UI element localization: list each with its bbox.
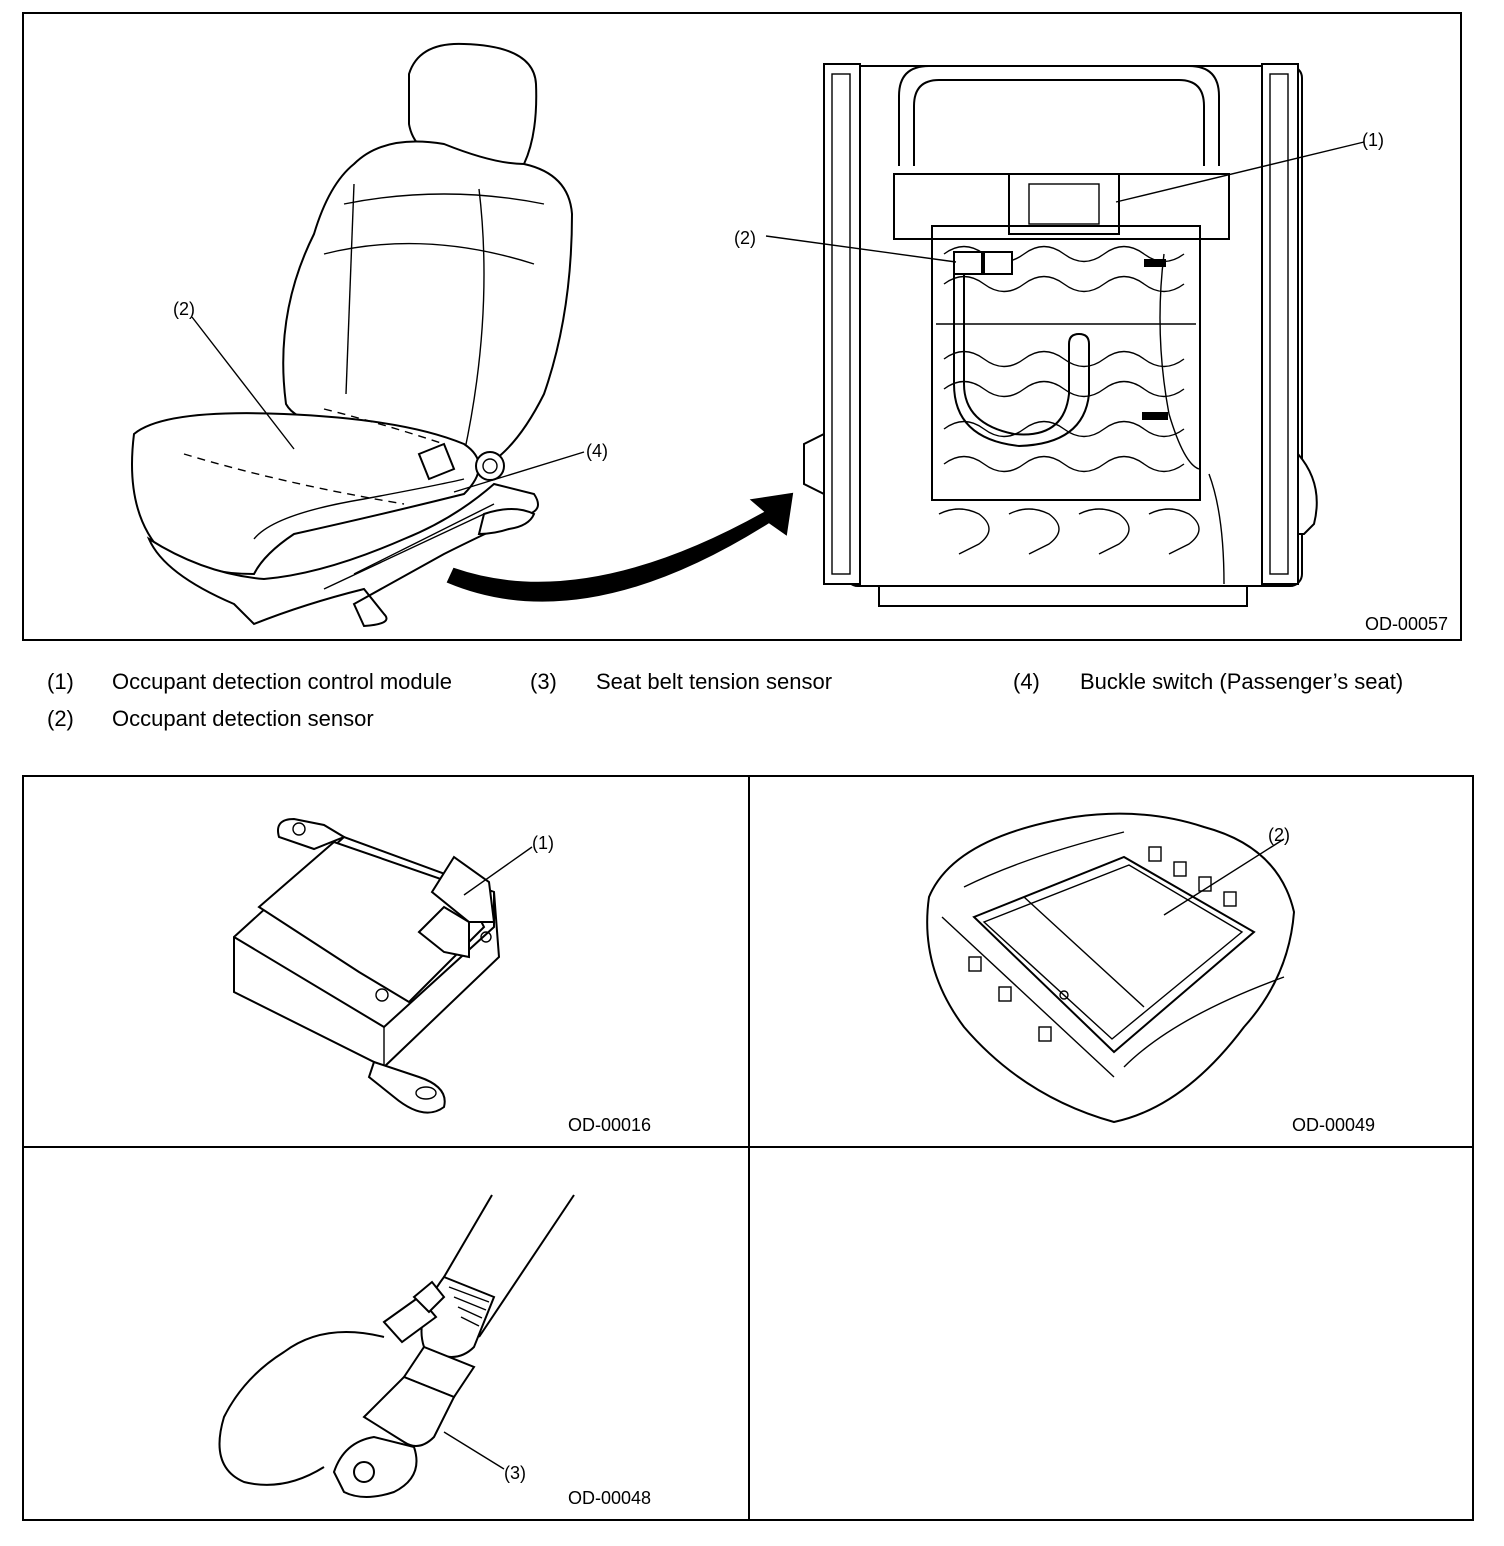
- callout-3-tension: (3): [504, 1463, 526, 1483]
- tension-sensor-diagram: (3): [218, 1194, 575, 1498]
- control-module-diagram: (1): [233, 817, 554, 1114]
- seat-illustration: [131, 42, 585, 628]
- legend-num-4: (4): [1013, 669, 1040, 694]
- figure-code-tension: OD-00048: [568, 1488, 652, 1508]
- empty-panel: [750, 1148, 1472, 1519]
- figure-code-module: OD-00016: [568, 1115, 652, 1135]
- figure-code-top: OD-00057: [1364, 614, 1448, 634]
- seat-frame-topview: [765, 63, 1365, 607]
- legend-text-1: Occupant detection control module: [112, 669, 452, 694]
- callout-1-top: (1): [1362, 130, 1384, 150]
- component-grid: (1) OD-00016 (2) OD-00049: [22, 775, 1474, 1521]
- legend-text-2: Occupant detection sensor: [112, 706, 374, 731]
- legend-text-3: Seat belt tension sensor: [596, 669, 833, 694]
- top-figure-frame: (2) (4): [22, 12, 1462, 641]
- transition-arrow: [446, 492, 794, 602]
- legend-num-2: (2): [47, 706, 74, 731]
- callout-1-module: (1): [532, 833, 554, 853]
- grid-divider-vertical: [748, 777, 750, 1519]
- callout-2-left: (2): [173, 299, 195, 319]
- callout-2-right: (2): [734, 228, 756, 248]
- legend-text-4: Buckle switch (Passenger’s seat): [1080, 669, 1404, 694]
- figure-code-sensor: OD-00049: [1292, 1115, 1376, 1135]
- callout-4: (4): [586, 441, 608, 461]
- seat-overview-diagram: (2) (4): [131, 42, 1384, 628]
- legend-num-1: (1): [47, 669, 74, 694]
- legend-num-3: (3): [530, 669, 557, 694]
- grid-divider-horizontal: [24, 1146, 1472, 1148]
- callout-2-sensor: (2): [1268, 825, 1290, 845]
- detection-sensor-diagram: (2): [926, 812, 1296, 1124]
